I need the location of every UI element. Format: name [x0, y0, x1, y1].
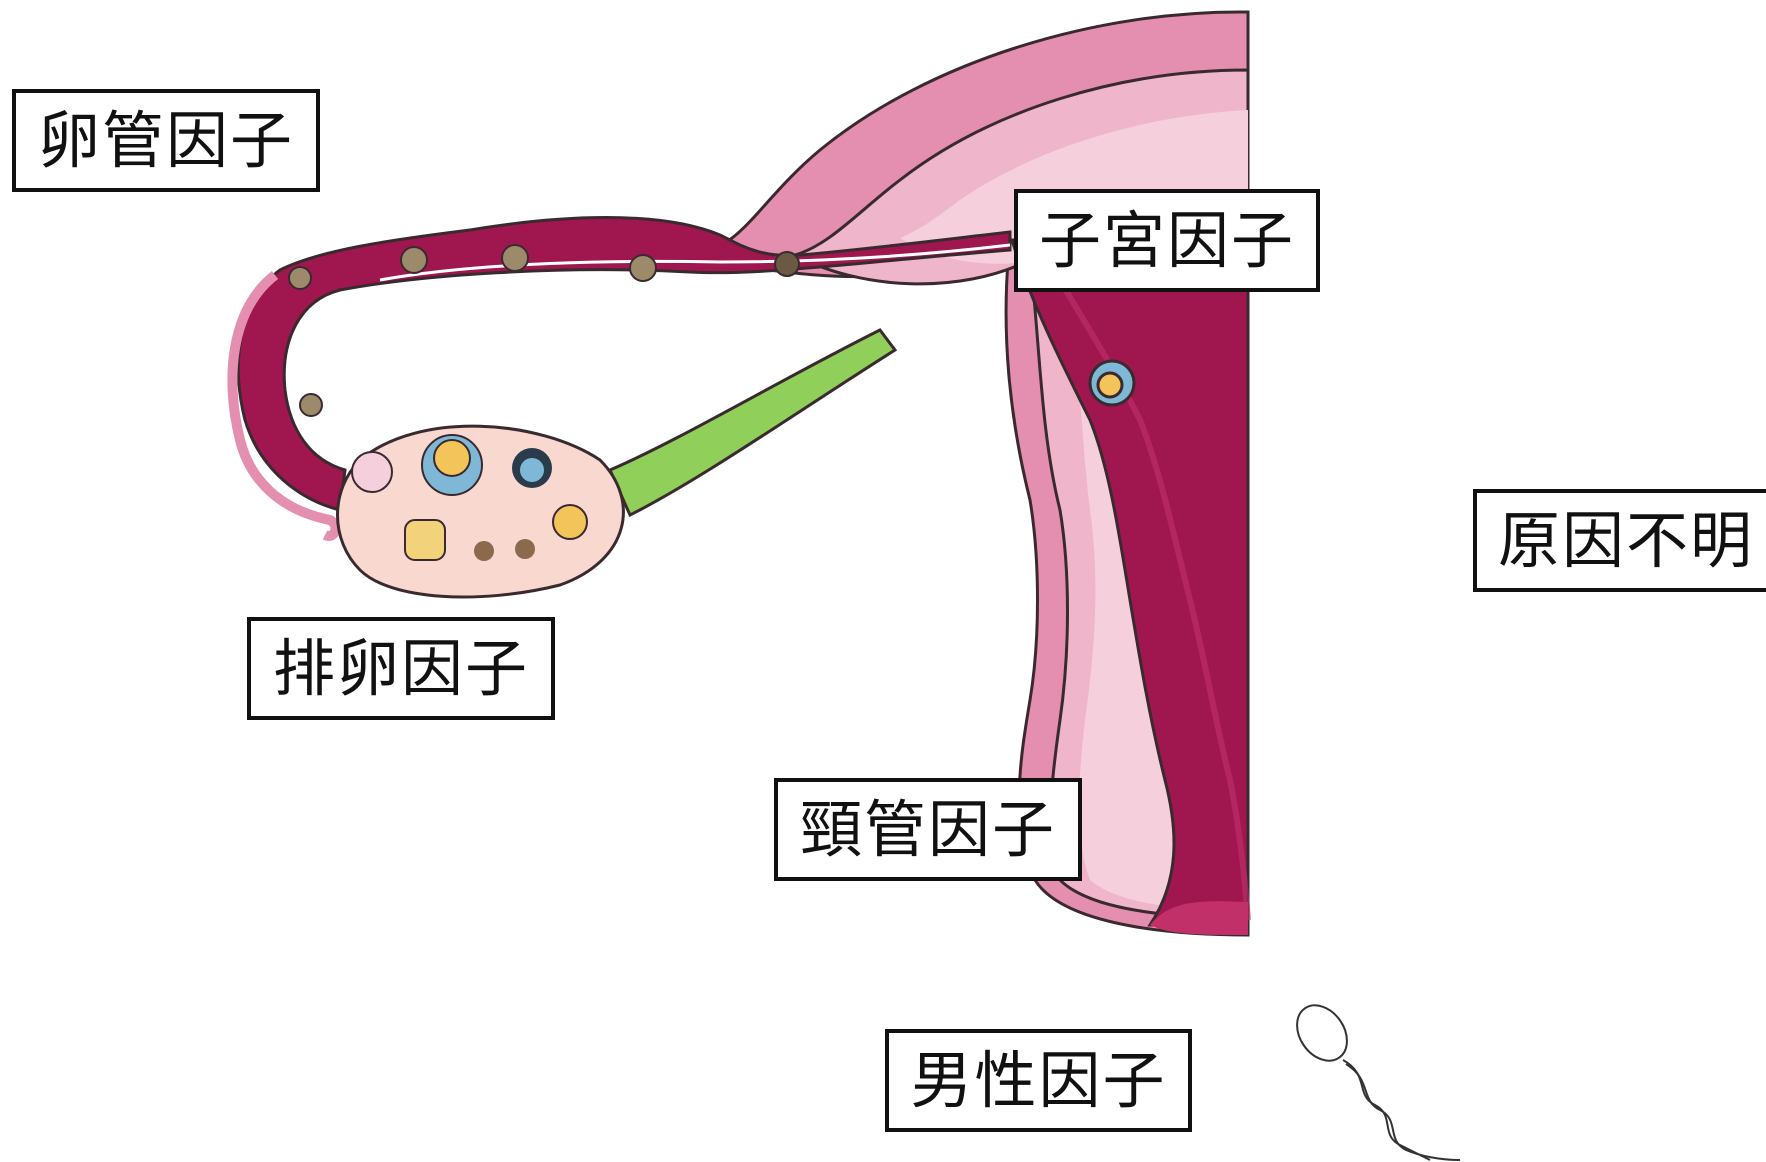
ovarian-ligament	[610, 330, 895, 515]
label-male-factor: 男性因子	[885, 1029, 1192, 1132]
label-ovulation-factor: 排卵因子	[247, 617, 555, 720]
ovary	[338, 426, 624, 597]
label-tubal-factor: 卵管因子	[12, 89, 320, 192]
label-unknown-cause: 原因不明	[1473, 489, 1766, 592]
label-cervical-factor: 頸管因子	[774, 778, 1082, 881]
sperm-illustration	[1287, 996, 1460, 1160]
label-uterine-factor: 子宮因子	[1014, 189, 1320, 292]
